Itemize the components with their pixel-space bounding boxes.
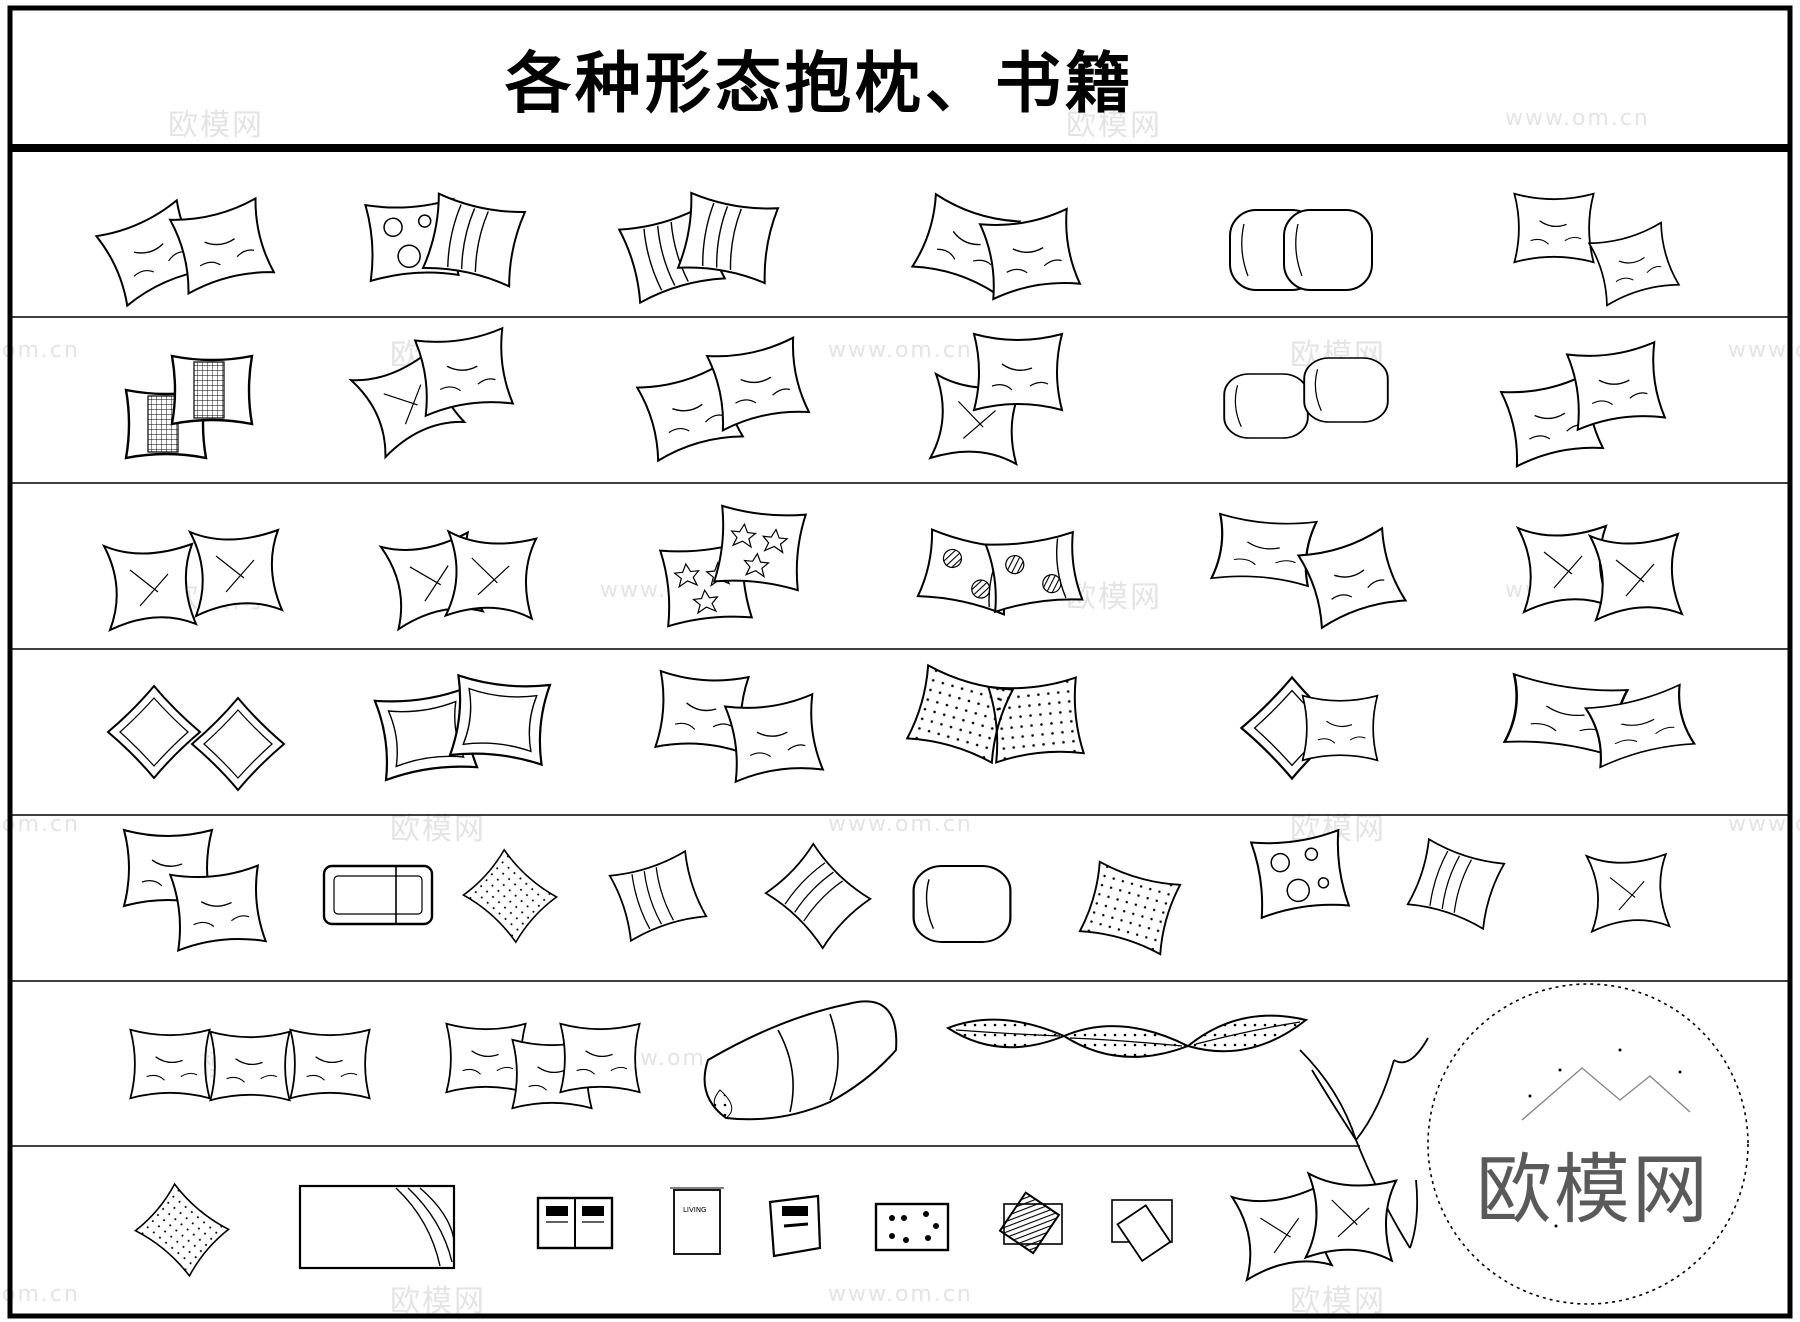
watermark-url: www.om.cn: [828, 1282, 973, 1307]
watermark-brand: 欧模网: [390, 812, 486, 847]
watermark-domain: om.cn: [2, 338, 80, 363]
watermark-domain: om.cn: [2, 1282, 80, 1307]
watermark-domain: om.cn: [2, 812, 80, 837]
watermark-brand: 欧模网: [390, 1284, 486, 1319]
watermark-url: www.om.cn: [828, 812, 973, 837]
watermark-brand: 欧模网: [1290, 1284, 1386, 1319]
watermark-brand: 欧模网: [1066, 108, 1162, 143]
watermark-url: www.om.cn: [1505, 106, 1650, 131]
page-title: 各种形态抱枕、书籍: [505, 45, 1135, 122]
book-label-living: LIVING: [683, 1206, 706, 1214]
watermark-brand: 欧模网: [168, 108, 264, 143]
watermark-logo: 欧模网: [1476, 1145, 1710, 1234]
watermark-url: www.om.cn: [828, 338, 973, 363]
